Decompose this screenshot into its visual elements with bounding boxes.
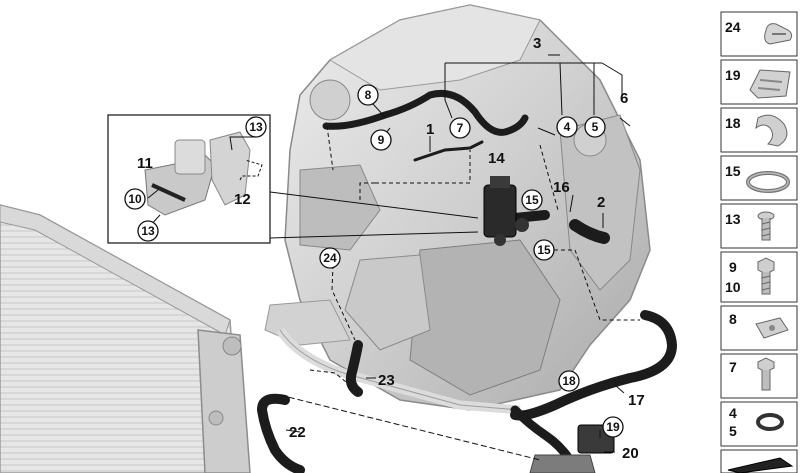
callout-19: 19	[606, 420, 620, 434]
callout-4: 4	[564, 120, 571, 134]
callouts-plain: 3 6 1 14 16 2 11 12 17 20 22 23	[137, 35, 645, 462]
callout-15-lower: 15	[537, 243, 551, 257]
detail-inset	[107, 114, 479, 244]
callout-6: 6	[620, 90, 628, 107]
hose-2	[569, 219, 610, 244]
callout-22: 22	[289, 424, 306, 441]
hose-22	[256, 393, 305, 473]
hose-clamp-icon	[746, 171, 790, 193]
svg-text:18: 18	[725, 115, 741, 131]
callout-24: 24	[323, 251, 337, 265]
callout-13-top: 13	[249, 120, 263, 134]
legend-item-9-10: 9 10	[720, 251, 798, 303]
hose-23	[345, 340, 363, 397]
callout-8: 8	[365, 88, 372, 102]
callout-18: 18	[562, 374, 576, 388]
parts-legend: 24 19 18 15	[720, 11, 798, 473]
spring-clip-icon	[749, 69, 791, 99]
svg-text:19: 19	[725, 67, 741, 83]
legend-item-18: 18	[720, 107, 798, 153]
legend-item-24: 24	[720, 11, 798, 57]
callout-1: 1	[426, 121, 434, 138]
electric-coolant-valve	[483, 176, 529, 246]
engine-block	[264, 4, 651, 415]
radiator	[0, 204, 251, 473]
legend-item-8: 8	[720, 305, 798, 351]
hose-17	[510, 310, 678, 421]
legend-label: 24	[725, 19, 741, 35]
hex-screw-icon	[757, 357, 775, 391]
coolant-hoses	[256, 89, 678, 473]
callout-3: 3	[533, 35, 541, 52]
callout-16: 16	[553, 179, 570, 196]
callout-15-upper: 15	[525, 193, 539, 207]
svg-text:15: 15	[725, 163, 741, 179]
svg-text:5: 5	[729, 423, 737, 439]
callout-10: 10	[128, 192, 142, 206]
legend-item-13: 13	[720, 203, 798, 249]
svg-text:9: 9	[729, 259, 737, 275]
hose-15	[510, 210, 550, 223]
torx-screw-icon	[757, 211, 775, 241]
svg-text:10: 10	[725, 279, 741, 295]
callout-12: 12	[234, 191, 251, 208]
svg-text:4: 4	[729, 405, 737, 421]
gasket-strip-icon	[727, 457, 794, 473]
callouts-circled: 8 9 7 4 5 15 15 24 18 19 13 10 13	[124, 84, 624, 438]
legend-item-15: 15	[720, 155, 798, 201]
svg-text:13: 13	[725, 211, 741, 227]
clamp-clip-icon	[764, 23, 793, 45]
callout-2: 2	[597, 194, 605, 211]
callout-14: 14	[488, 150, 505, 167]
seal-ring-icon	[756, 413, 784, 431]
retaining-clip-icon	[755, 114, 788, 147]
callout-13-bottom: 13	[141, 224, 155, 238]
hose-20	[510, 405, 575, 465]
legend-item-7: 7	[720, 353, 798, 399]
callout-11: 11	[137, 155, 153, 172]
hose-1	[413, 140, 484, 162]
svg-text:7: 7	[729, 359, 737, 375]
callout-7: 7	[457, 121, 464, 135]
legend-item-4-5: 4 5	[720, 401, 798, 447]
callout-17: 17	[628, 392, 645, 409]
callout-23: 23	[378, 372, 395, 389]
callout-5: 5	[592, 120, 599, 134]
svg-text:8: 8	[729, 311, 737, 327]
callout-20: 20	[622, 445, 639, 462]
legend-item-gasket	[720, 449, 798, 473]
callout-9: 9	[378, 133, 385, 147]
hose-3-upper	[322, 89, 529, 136]
clip-nut-icon	[755, 317, 789, 339]
hex-bolt-icon	[757, 257, 775, 295]
legend-item-19: 19	[720, 59, 798, 105]
